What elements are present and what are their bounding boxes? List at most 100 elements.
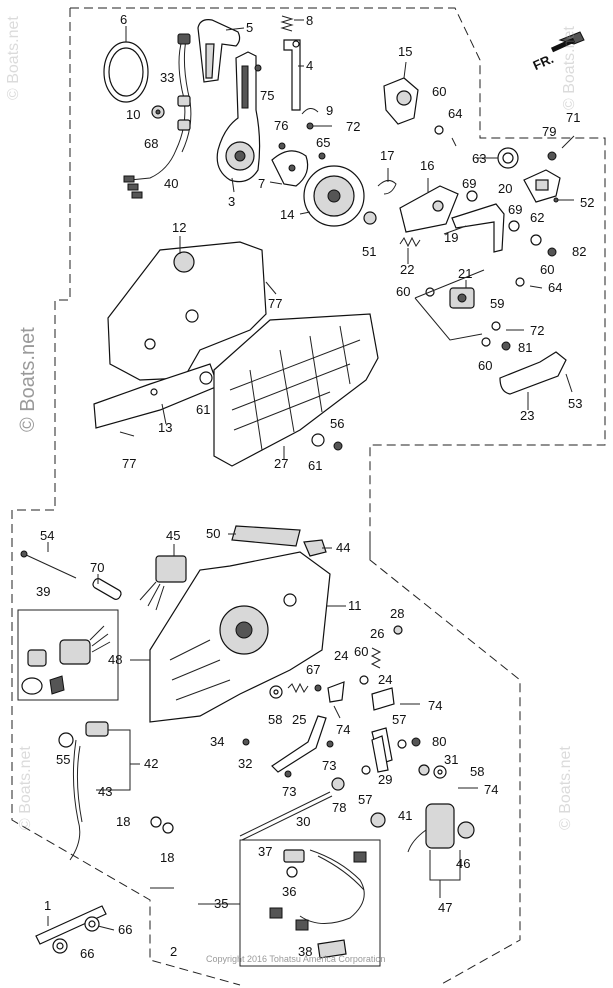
part-24-arm	[327, 681, 395, 711]
part-17-clip	[377, 180, 397, 195]
callout-78: 78	[332, 800, 346, 815]
callout-11: 11	[348, 598, 362, 613]
callout-14: 14	[280, 207, 294, 222]
part-69-washer	[466, 190, 520, 232]
callout-76: 76	[274, 118, 288, 133]
watermark-top-left: © Boats.net	[5, 16, 22, 100]
callout-74: 74	[428, 698, 442, 713]
part-81-nut	[501, 341, 511, 351]
callout-70: 70	[90, 560, 104, 575]
callout-66b: 66	[80, 946, 94, 961]
callout-29: 29	[378, 772, 392, 787]
part-22-spring	[399, 236, 421, 248]
part-63-washer	[497, 147, 519, 169]
callout-18: 18	[116, 814, 130, 829]
part-27-grid-panel	[213, 313, 379, 467]
callout-9: 9	[326, 103, 333, 118]
callout-35: 35	[214, 896, 228, 911]
callout-38: 38	[298, 944, 312, 959]
callout-69b: 69	[508, 202, 522, 217]
callout-72: 72	[346, 119, 360, 134]
part-46-knob	[457, 821, 475, 839]
part-82-nut	[547, 247, 557, 257]
callout-60d: 60	[478, 358, 492, 373]
direction-label: FR.	[531, 51, 556, 73]
watermark-top-right: © Boats.net	[561, 26, 578, 110]
callout-47: 47	[438, 900, 452, 915]
callout-19: 19	[444, 230, 458, 245]
callout-3: 3	[228, 194, 235, 209]
callout-75: 75	[260, 88, 274, 103]
part-47-switch-assembly	[407, 803, 461, 881]
callout-27: 27	[274, 456, 288, 471]
part-21-switch	[449, 287, 475, 309]
callout-10: 10	[126, 107, 140, 122]
callout-74b: 74	[336, 722, 350, 737]
callout-60b: 60	[540, 262, 554, 277]
callout-45: 45	[166, 528, 180, 543]
callout-64b: 64	[548, 280, 562, 295]
part-6-ring	[103, 41, 149, 103]
callout-58: 58	[268, 712, 282, 727]
callout-7: 7	[258, 176, 265, 191]
callout-71: 71	[566, 110, 580, 125]
callout-58b: 58	[470, 764, 484, 779]
callout-68: 68	[144, 136, 158, 151]
callout-23: 23	[520, 408, 534, 423]
callout-61b: 61	[308, 458, 322, 473]
part-23-bracket	[499, 351, 567, 395]
support-lines	[414, 269, 485, 341]
callout-72b: 72	[530, 323, 544, 338]
part-80-nut	[411, 737, 421, 747]
part-20-holder	[523, 169, 561, 203]
part-8-spring	[280, 15, 294, 32]
callout-6: 6	[120, 12, 127, 27]
callout-24: 24	[334, 648, 348, 663]
assembly-boundary-lines	[11, 7, 606, 986]
part-72-screw	[306, 122, 332, 130]
part-25-spring	[287, 682, 309, 694]
callout-18b: 18	[160, 850, 174, 865]
part-68-clamp	[177, 119, 191, 131]
copyright-text: Copyright 2016 Tohatsu America Corporati…	[206, 954, 385, 964]
callout-24b: 24	[378, 672, 392, 687]
part-16-plate	[399, 185, 459, 233]
callout-28: 28	[390, 606, 404, 621]
part-10-grommet	[151, 105, 165, 119]
part-74-screws	[333, 703, 478, 789]
callout-73b: 73	[282, 784, 296, 799]
callout-64: 64	[448, 106, 462, 121]
part-73-pins	[284, 740, 334, 778]
callout-80: 80	[432, 734, 446, 749]
part-7-cam	[271, 150, 309, 187]
callout-74c: 74	[484, 782, 498, 797]
part-5-grip	[197, 19, 241, 83]
callout-17: 17	[380, 148, 394, 163]
callout-59: 59	[490, 296, 504, 311]
part-71-screw	[561, 135, 575, 149]
part-44-clip	[303, 539, 327, 557]
callout-34: 34	[210, 734, 224, 749]
callout-12: 12	[172, 220, 186, 235]
callout-37: 37	[258, 844, 272, 859]
part-62-washer	[530, 234, 542, 246]
callout-77b: 77	[122, 456, 136, 471]
part-60-washer	[434, 125, 444, 135]
part-15-bracket	[383, 77, 419, 125]
watermark-side: © Boats.net	[17, 327, 39, 432]
part-75-pin	[254, 64, 262, 72]
callout-22: 22	[400, 262, 414, 277]
part-54-bolt	[20, 550, 77, 579]
part-51-bolt	[363, 211, 377, 225]
part-58-washer	[269, 685, 447, 779]
callout-65: 65	[316, 135, 330, 150]
callout-63: 63	[472, 151, 486, 166]
part-55-lanyard-clip	[58, 732, 74, 748]
callout-25: 25	[292, 712, 306, 727]
part-33-clip	[177, 95, 191, 107]
part-67-pin	[314, 684, 322, 692]
part-42-lanyard	[69, 721, 109, 861]
part-48-11-housing	[149, 551, 331, 723]
callout-77: 77	[268, 296, 282, 311]
